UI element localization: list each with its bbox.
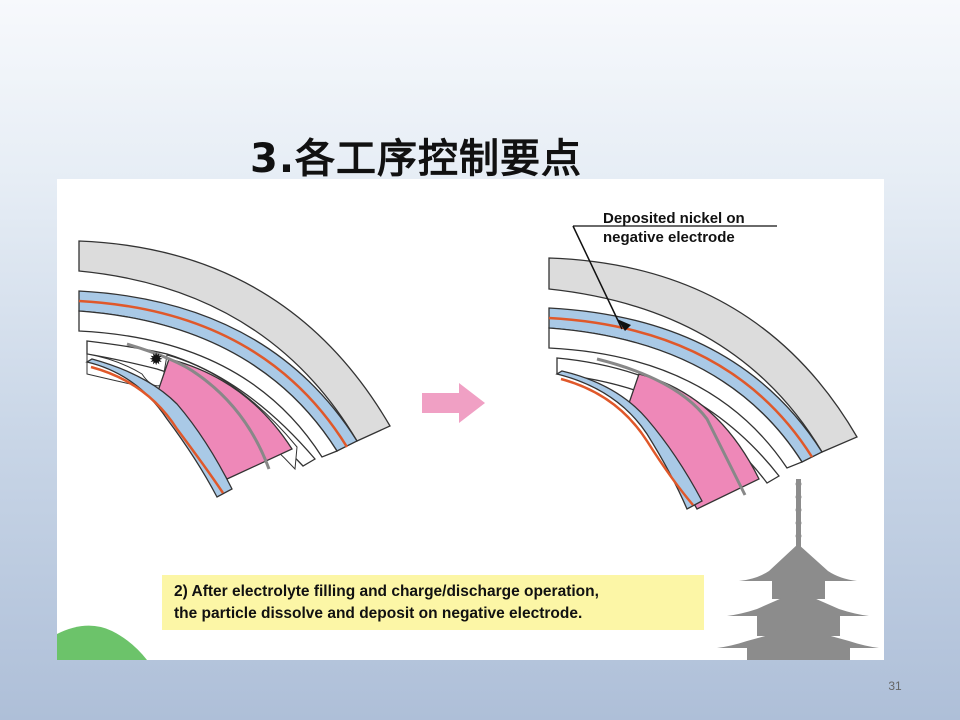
callout-line-2: negative electrode [603,229,735,246]
slide-title: 3.各工序控制要点 [250,136,583,182]
gear-particle-icon: ✹ [149,350,163,369]
pagoda-silhouette [717,479,879,660]
winding-before: ✹ [78,240,391,498]
callout-line-1: Deposited nickel on [603,210,745,227]
diagram-canvas: ✹ [57,225,879,660]
case-layer [548,257,858,453]
caption-line-1: 2) After electrolyte filling and charge/… [174,583,599,600]
caption-box: 2) After electrolyte filling and charge/… [162,575,704,630]
battery-diagram-figure: ✹ [57,179,884,660]
nickel-deposit-mark [617,319,631,331]
right-arrow-icon [422,383,485,423]
winding-after [548,257,858,510]
case-layer [78,240,391,442]
callout-pointer [572,225,623,330]
green-hill [57,625,147,660]
page-number: 31 [888,679,902,693]
caption-line-2: the particle dissolve and deposit on neg… [174,605,583,622]
callout-label: Deposited nickel on negative electrode [603,209,745,247]
